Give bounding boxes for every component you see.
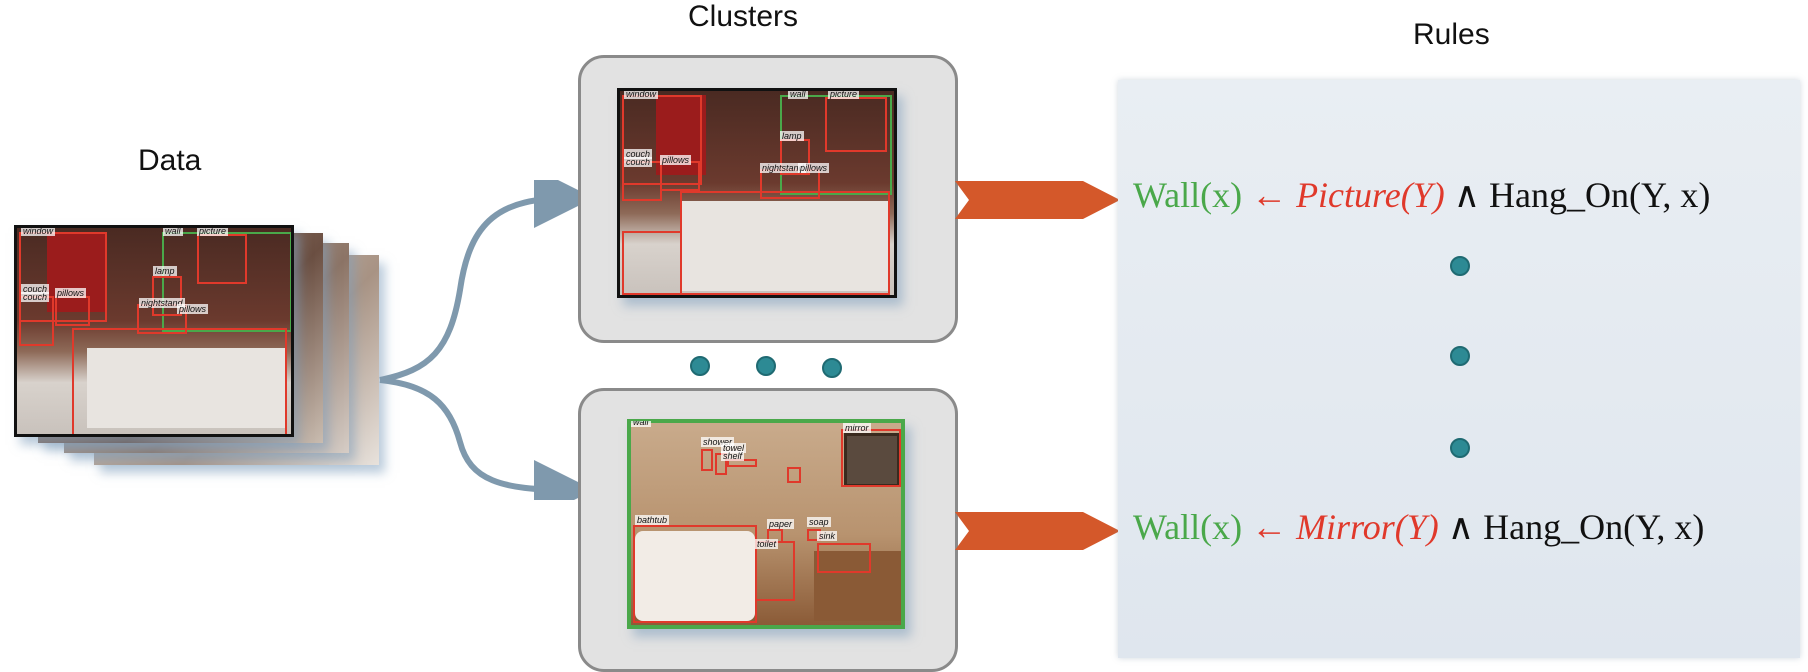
cluster-photo-bathroom: wall mirror shower towel shelf bathtub p… xyxy=(627,419,905,629)
rule-body-predicate: Picture(Y) xyxy=(1296,175,1445,215)
tag-window: window xyxy=(21,226,56,236)
tag-toilet: toilet xyxy=(755,539,779,549)
bed-sheet xyxy=(680,201,890,291)
rule-ellipsis-dot xyxy=(1450,256,1470,276)
bbox-picture xyxy=(825,97,887,152)
rule-picture: Wall(x) ← Picture(Y) ∧ Hang_On(Y, x) xyxy=(1133,174,1710,216)
rule-arrow: ← xyxy=(1251,175,1288,215)
bbox-toilet xyxy=(755,541,795,601)
rule-relation: Hang_On(Y, x) xyxy=(1483,507,1705,547)
bbox-bed xyxy=(72,328,287,434)
tag-couch-2: couch xyxy=(624,157,653,167)
tag-pillows: pillows xyxy=(55,288,87,298)
bed-sheet xyxy=(87,348,287,428)
tag-bathtub: bathtub xyxy=(635,515,670,525)
tag-wall: wall xyxy=(163,226,183,236)
cluster-box-top: window wall picture lamp couch couch pil… xyxy=(578,55,958,343)
bbox-window xyxy=(19,232,107,322)
tag-pillows-2: pillows xyxy=(177,304,209,314)
rule-ellipsis-dot xyxy=(1450,346,1470,366)
tag-sink: sink xyxy=(817,531,838,541)
stack-photo-front-bedroom: window wall picture lamp couch couch pil… xyxy=(14,225,294,437)
tag-couch-2: couch xyxy=(21,292,50,302)
bbox-bed xyxy=(680,191,890,295)
tag-shelf: shelf xyxy=(721,451,745,461)
bbox-lamp xyxy=(152,276,182,316)
tag-wall: wall xyxy=(631,419,651,427)
tag-window: window xyxy=(624,89,659,99)
tag-wall: wall xyxy=(788,89,808,99)
tag-nightstand: nightstand xyxy=(760,163,806,173)
tag-shower: shower xyxy=(701,437,735,447)
rule-arrow: ← xyxy=(1251,507,1288,547)
ellipsis-dot xyxy=(756,356,776,376)
ellipsis-dot xyxy=(822,358,842,378)
bbox-floor xyxy=(622,231,682,295)
cluster-to-rule-arrow-bottom xyxy=(955,512,1120,550)
rule-head: Wall(x) xyxy=(1133,175,1243,215)
bbox-mirror xyxy=(841,429,901,487)
tag-lamp: lamp xyxy=(780,131,804,141)
rules-heading: Rules xyxy=(1413,18,1490,51)
rule-head: Wall(x) xyxy=(1133,507,1243,547)
tag-soap: soap xyxy=(807,517,831,527)
bbox-shower xyxy=(701,449,713,471)
data-image-stack: window wall picture lamp couch couch pil… xyxy=(14,225,384,475)
tag-mirror: mirror xyxy=(843,423,871,433)
ellipsis-dot xyxy=(690,356,710,376)
rule-ellipsis-dot xyxy=(1450,438,1470,458)
tag-lamp: lamp xyxy=(153,266,177,276)
rule-and: ∧ xyxy=(1447,507,1475,547)
bbox-couch xyxy=(622,161,662,201)
bbox-window xyxy=(622,95,702,185)
mirror-shape xyxy=(844,433,900,487)
bbox-picture xyxy=(197,234,247,284)
bbox-bathtub xyxy=(633,525,757,623)
bathtub-shape xyxy=(635,531,755,621)
tag-pillows-2: pillows xyxy=(798,163,830,173)
tag-couch: couch xyxy=(21,284,50,294)
cluster-to-rule-arrow-top xyxy=(955,181,1120,219)
tag-towel: towel xyxy=(721,443,747,453)
bbox-tap xyxy=(787,467,801,483)
clusters-heading: Clusters xyxy=(688,0,799,33)
bbox-pillows xyxy=(55,296,90,326)
tag-nightstand: nightstand xyxy=(139,298,185,308)
bbox-couch xyxy=(19,296,54,346)
rule-relation: Hang_On(Y, x) xyxy=(1489,175,1711,215)
bbox-sink xyxy=(817,543,871,573)
bbox-pillows xyxy=(660,161,700,191)
vanity-shape xyxy=(814,551,903,621)
curtain xyxy=(47,232,107,312)
tag-pillows: pillows xyxy=(660,155,692,165)
tag-couch: couch xyxy=(624,149,653,159)
cluster-photo-bedroom: window wall picture lamp couch couch pil… xyxy=(617,88,897,298)
tag-paper: paper xyxy=(767,519,795,529)
tag-picture: picture xyxy=(828,89,860,99)
rule-mirror: Wall(x) ← Mirror(Y) ∧ Hang_On(Y, x) xyxy=(1133,506,1704,548)
rules-panel xyxy=(1118,80,1800,658)
cluster-box-bottom: wall mirror shower towel shelf bathtub p… xyxy=(578,388,958,672)
split-arrows xyxy=(379,180,590,500)
rule-and: ∧ xyxy=(1453,175,1481,215)
rule-body-predicate: Mirror(Y) xyxy=(1296,507,1439,547)
tag-picture: picture xyxy=(197,226,229,236)
data-heading: Data xyxy=(138,144,202,177)
bbox-wall xyxy=(629,421,903,627)
